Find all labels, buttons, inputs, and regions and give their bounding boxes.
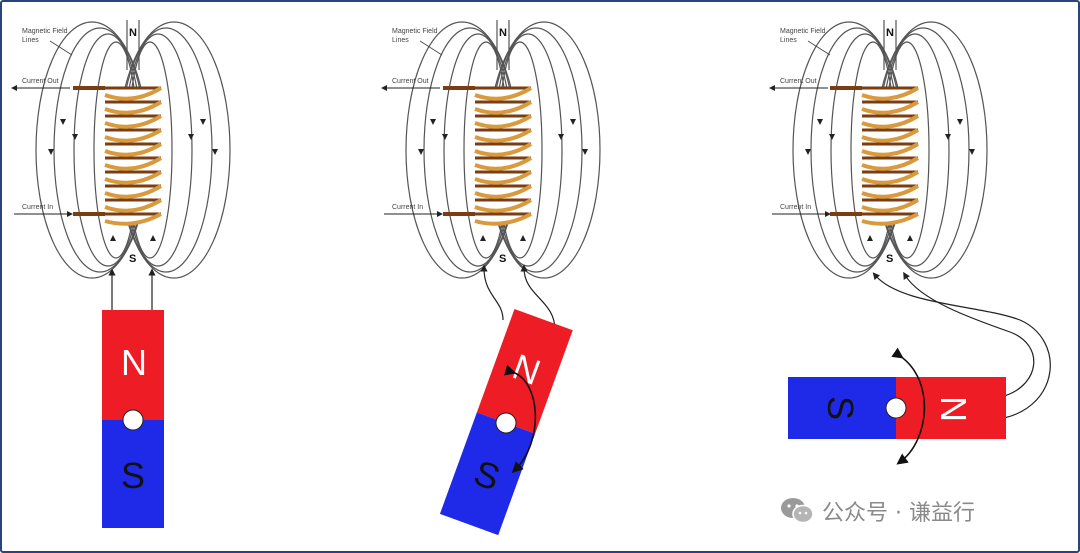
coil-south-label: S (886, 253, 893, 265)
field-lines-label-1: Magnetic Field (780, 28, 826, 35)
watermark-text: 公众号 · 谦益行 (822, 501, 975, 526)
rotation-arrow (503, 364, 537, 474)
panel-1: N S Magnetic Field Lines Current Out Cur… (11, 20, 231, 528)
current-out-label: Current Out (392, 78, 429, 85)
coil (443, 86, 533, 226)
field-lines-label-1: Magnetic Field (392, 28, 438, 35)
coil-north-label: N (129, 27, 137, 39)
panel-1-labels: Magnetic Field Lines Current Out Current… (11, 28, 73, 217)
magnet-north-label: N (121, 342, 147, 383)
panel-2-magnet-field (480, 264, 556, 331)
panel-3-coil: N S (792, 20, 988, 279)
coil-north-label: N (886, 27, 894, 39)
coil (830, 86, 920, 226)
magnet-north-label: N (933, 396, 974, 422)
field-lines-label-1: Magnetic Field (22, 28, 68, 35)
field-lines-label-2: Lines (780, 37, 797, 44)
watermark: 公众号 · 谦益行 (780, 496, 975, 526)
panel-2: N S Magnetic Field Lines Current Out Cur… (381, 20, 601, 536)
panel-3: N S Magnetic Field Lines Current Out Cur… (769, 20, 1051, 465)
field-lines-label-2: Lines (392, 37, 409, 44)
current-in-label: Current In (392, 204, 423, 211)
current-out-label: Current Out (22, 78, 59, 85)
magnet-south-label: S (820, 396, 861, 420)
current-in-label: Current In (780, 204, 811, 211)
rotation-arrow (891, 347, 926, 465)
panel-2-labels: Magnetic Field Lines Current Out Current… (381, 28, 443, 217)
current-in-label: Current In (22, 204, 53, 211)
panel-1-coil: N S (35, 20, 231, 279)
coil (73, 86, 163, 226)
field-lines-label-2: Lines (22, 37, 39, 44)
coil-north-label: N (499, 27, 507, 39)
field-arrows (805, 119, 975, 241)
current-out-label: Current Out (780, 78, 817, 85)
panel-3-magnet: N S (788, 377, 1006, 439)
magnet-south-label: S (121, 455, 145, 496)
field-arrows (418, 119, 588, 241)
coil-south-label: S (499, 253, 506, 265)
coil-south-label: S (129, 253, 136, 265)
panel-3-labels: Magnetic Field Lines Current Out Current… (769, 28, 831, 217)
panel-1-magnet: N S (102, 310, 164, 528)
panel-2-magnet: N S (439, 309, 573, 536)
field-arrows (48, 119, 218, 241)
panel-2-coil: N S (405, 20, 601, 279)
wechat-icon (781, 498, 814, 524)
panel-3-magnet-field (872, 271, 1051, 419)
panel-1-magnet-field (108, 268, 156, 310)
